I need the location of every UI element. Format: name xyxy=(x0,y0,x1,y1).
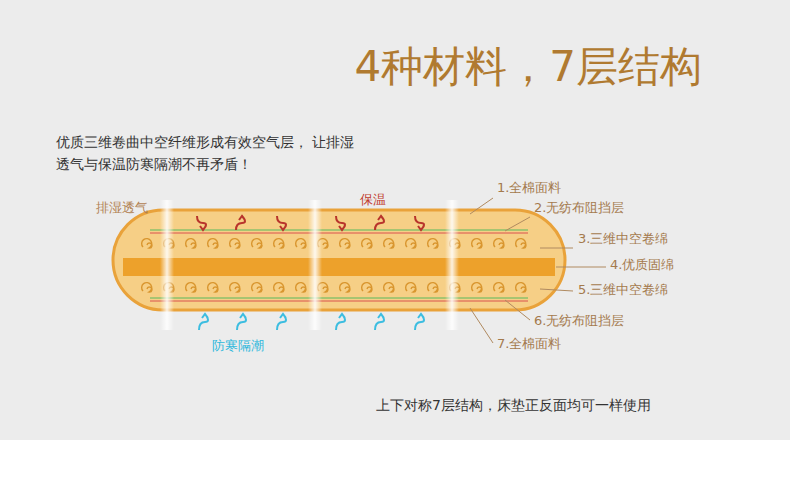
layer-label: 5.三维中空卷绵 xyxy=(578,282,668,299)
fiber-spiral xyxy=(142,239,152,248)
air-stripe xyxy=(445,200,459,330)
fiber-spiral xyxy=(428,239,438,248)
flow-arrow xyxy=(375,314,384,330)
fiber-spiral xyxy=(362,283,372,292)
fiber-spiral xyxy=(274,283,284,292)
fiber-spiral xyxy=(340,239,350,248)
fiber-spiral xyxy=(296,283,306,292)
flow-arrow xyxy=(277,216,286,230)
layer-label: 1.全棉面料 xyxy=(497,180,561,197)
fiber-spiral xyxy=(494,283,504,292)
core-layer xyxy=(123,258,555,276)
cotton-shell xyxy=(113,210,565,310)
flow-arrow xyxy=(237,314,246,330)
page-title: 4种材料，7层结构 xyxy=(355,40,702,95)
fiber-spiral xyxy=(428,283,438,292)
flow-arrow xyxy=(277,314,286,330)
fiber-spiral xyxy=(142,283,152,292)
fiber-spiral xyxy=(384,239,394,248)
layer-label: 2.无纺布阻挡层 xyxy=(534,200,624,217)
flow-arrow xyxy=(199,314,208,330)
fiber-spiral xyxy=(384,283,394,292)
flow-arrow xyxy=(415,216,424,230)
fiber-spirals xyxy=(142,239,526,292)
fiber-spiral xyxy=(274,239,284,248)
flow-arrow xyxy=(236,216,245,230)
fiber-spiral xyxy=(230,283,240,292)
layer-label: 6.无纺布阻挡层 xyxy=(534,313,624,330)
layer-label: 4.优质固绵 xyxy=(610,257,674,274)
fiber-spiral xyxy=(252,239,262,248)
flow-arrow xyxy=(336,216,345,230)
nonwoven-line xyxy=(150,297,528,299)
note-text: 上下对称7层结构，床垫正反面均可一样使用 xyxy=(376,396,651,414)
flow-arrow xyxy=(336,314,345,330)
flow-label: 保温 xyxy=(360,192,386,209)
flow-arrow xyxy=(415,314,424,330)
nonwoven-line xyxy=(150,301,528,302)
air-stripe xyxy=(308,200,322,330)
fiber-spiral xyxy=(208,239,218,248)
fiber-spiral xyxy=(186,239,196,248)
flow-arrow xyxy=(375,216,384,230)
flow-arrows xyxy=(197,216,424,330)
nonwoven-line xyxy=(150,229,528,231)
intro-text: 优质三维卷曲中空纤维形成有效空气层， 让排湿透气与保温防寒隔潮不再矛盾！ xyxy=(56,132,356,175)
fiber-spiral xyxy=(186,283,196,292)
fiber-spiral xyxy=(230,239,240,248)
fiber-spiral xyxy=(406,239,416,248)
flow-arrow xyxy=(197,216,206,230)
layer-label: 7.全棉面料 xyxy=(497,336,561,353)
fiber-spiral xyxy=(208,283,218,292)
fiber-spiral xyxy=(340,283,350,292)
fiber-spiral xyxy=(472,239,482,248)
fiber-spiral xyxy=(516,239,526,248)
layer-label: 3.三维中空卷绵 xyxy=(578,231,668,248)
fiber-spiral xyxy=(362,239,372,248)
flow-label: 防寒隔潮 xyxy=(212,338,264,355)
fiber-spiral xyxy=(406,283,416,292)
air-stripe xyxy=(160,200,174,330)
fiber-spiral xyxy=(252,283,262,292)
flow-label: 排湿透气 xyxy=(96,200,148,217)
fiber-spiral xyxy=(296,239,306,248)
fiber-spiral xyxy=(516,283,526,292)
fiber-spiral xyxy=(494,239,504,248)
nonwoven-line xyxy=(150,233,528,234)
fiber-spiral xyxy=(472,283,482,292)
